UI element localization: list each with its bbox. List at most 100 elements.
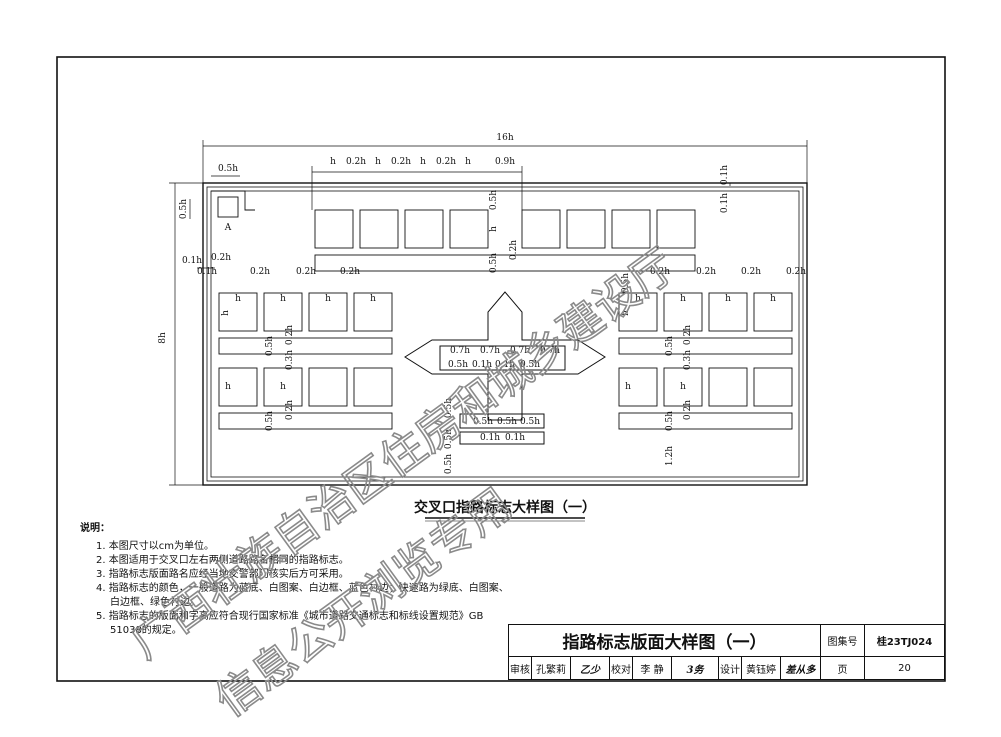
dim-center-01h4: 0.1h [505, 433, 525, 443]
dim-left-row-02h3: 0.2h [340, 267, 360, 277]
title-block: 指路标志版面大样图（一） 图集号 桂23TJ024 审核 孔繁莉 乙少 校对 李… [508, 624, 945, 680]
note-item: 5. 指路标志的版面和字高应符合现行国家标准《城市道路交通标志和标线设置规范》G… [96, 611, 484, 636]
dim-center-05h2: 0.5h [520, 360, 540, 370]
design-label: 设计 [718, 656, 742, 680]
sheet-frame [56, 56, 946, 682]
dim-right-02h-v2: 0.2h [683, 400, 693, 420]
dim-left-01h-b: 0.1h [197, 267, 217, 277]
dim-right-row-02h2: 0.2h [696, 267, 716, 277]
dim-right-h2: h [680, 294, 686, 304]
reviewer-signature: 乙少 [570, 656, 610, 680]
dim-top-h4: h [465, 157, 471, 167]
dim-corner-05h: 0.5h [218, 164, 238, 174]
drawing-caption: 交叉口指路标志大样图（一） [414, 499, 596, 516]
dim-right-h6: h [680, 382, 686, 392]
note-item: 4. 指路标志的颜色，一般道路为蓝底、白图案、白边框、蓝色衬边；快速路为绿底、白… [96, 583, 509, 608]
dim-left-h2: h [280, 294, 286, 304]
dim-top-02h-v: 0.2h [509, 240, 519, 260]
dim-top-h3: h [420, 157, 426, 167]
notes-heading: 说明： [80, 523, 110, 534]
dim-top-05h-v2: 0.5h [489, 253, 499, 273]
dim-center-07h3: 0.7h [510, 346, 530, 356]
dim-left-h1: h [235, 294, 241, 304]
dim-right-h1: h [635, 294, 641, 304]
dim-top-01h-b: 0.1h [720, 193, 730, 213]
dim-total-height: 8h [158, 332, 168, 344]
dim-left-05h-v2: 0.5h [265, 411, 275, 431]
dim-left-h4: h [370, 294, 376, 304]
dimension-lines [169, 140, 808, 486]
dim-center-05h-v1: 0.5h [444, 398, 454, 418]
dim-left-02h-v2: 0.2h [285, 400, 295, 420]
dim-right-05h-v2: 0.5h [665, 336, 675, 356]
dim-right-h3: h [725, 294, 731, 304]
dim-center-05h5: 0.5h [520, 417, 540, 427]
dim-top-h1: h [330, 157, 336, 167]
sign-panel-border [202, 182, 808, 486]
dim-center-01h3: 0.1h [480, 433, 500, 443]
dim-left-row-02h1: 0.2h [250, 267, 270, 277]
atlas-label: 图集号 [820, 624, 865, 657]
dim-right-row-02h3: 0.2h [741, 267, 761, 277]
dim-top-02h3: 0.2h [436, 157, 456, 167]
dim-top-09h: 0.9h [495, 157, 515, 167]
right-block-area [618, 292, 793, 430]
top-block-area [314, 209, 696, 272]
designer-name: 黄钰婷 [741, 656, 781, 680]
dim-right-05h-v: 0.5h [621, 273, 631, 293]
left-block-area [218, 292, 393, 430]
dim-left-02h: 0.2h [211, 253, 231, 263]
dim-top-h-v: h [489, 226, 499, 232]
dim-left-row-02h2: 0.2h [296, 267, 316, 277]
reviewer-name: 孔繁莉 [531, 656, 571, 680]
dim-center-05h-v3: 0.5h [444, 454, 454, 474]
dim-right-row-02h1: 0.2h [650, 267, 670, 277]
dim-right-03h-v: 0.3h [683, 350, 693, 370]
dim-top-h2: h [375, 157, 381, 167]
dim-right-h4: h [770, 294, 776, 304]
dim-center-05h1: 0.5h [448, 360, 468, 370]
marker-a: A [224, 223, 232, 233]
note-item: 1. 本图尺寸以cm为单位。 [96, 541, 214, 552]
dim-left-h6: h [280, 382, 286, 392]
dim-center-01h2: 0.1h [495, 360, 515, 370]
dim-center-05h4: 0.5h [497, 417, 517, 427]
dim-right-12h-v: 1.2h [665, 446, 675, 466]
dim-left-05h-v: 0.5h [265, 336, 275, 356]
dim-center-07h2: 0.7h [480, 346, 500, 356]
page-label: 页 [820, 656, 865, 680]
dim-right-row-02h4: 0.2h [786, 267, 806, 277]
note-item: 3. 指路标志版面路名应经当地交警部门核实后方可采用。 [96, 569, 349, 580]
corner-cutout [211, 190, 255, 218]
dim-left-h5: h [225, 382, 231, 392]
dim-left-h-v: h [221, 310, 231, 316]
note-item: 2. 本图适用于交叉口左右两侧道路路名相同的指路标志。 [96, 555, 349, 566]
dim-left-02h-v: 0.2h [285, 325, 295, 345]
page-number: 20 [864, 656, 945, 680]
review-label: 审核 [508, 656, 532, 680]
dim-center-07h1: 0.7h [450, 346, 470, 356]
dim-center-05h3: 0.5h [473, 417, 493, 427]
checker-signature: 3务 [671, 656, 719, 680]
dim-right-05h-v3: 0.5h [665, 411, 675, 431]
marker-box-a [217, 196, 239, 218]
atlas-number: 桂23TJ024 [864, 624, 945, 657]
dim-left-01h: 0.1h [182, 256, 202, 266]
dim-corner-05h-vert: 0.5h [179, 199, 189, 219]
dim-center-07h4: 0.7h [540, 346, 560, 356]
dim-left-h3: h [325, 294, 331, 304]
drawing-title: 指路标志版面大样图（一） [508, 624, 821, 657]
notes-section: 说明： 1. 本图尺寸以cm为单位。 2. 本图适用于交叉口左右两侧道路路名相同… [80, 522, 510, 638]
dim-right-02h-v: 0.2h [683, 325, 693, 345]
check-label: 校对 [609, 656, 633, 680]
dim-top-02h2: 0.2h [391, 157, 411, 167]
dim-total-width: 16h [496, 133, 513, 143]
dim-top-02h1: 0.2h [346, 157, 366, 167]
dim-left-03h-v: 0.3h [285, 350, 295, 370]
dim-top-05h-v: 0.5h [489, 190, 499, 210]
dim-center-01h1: 0.1h [472, 360, 492, 370]
dim-right-h-v: h [621, 310, 631, 316]
dim-top-01h: 0.1h [720, 165, 730, 185]
checker-name: 李 静 [632, 656, 672, 680]
